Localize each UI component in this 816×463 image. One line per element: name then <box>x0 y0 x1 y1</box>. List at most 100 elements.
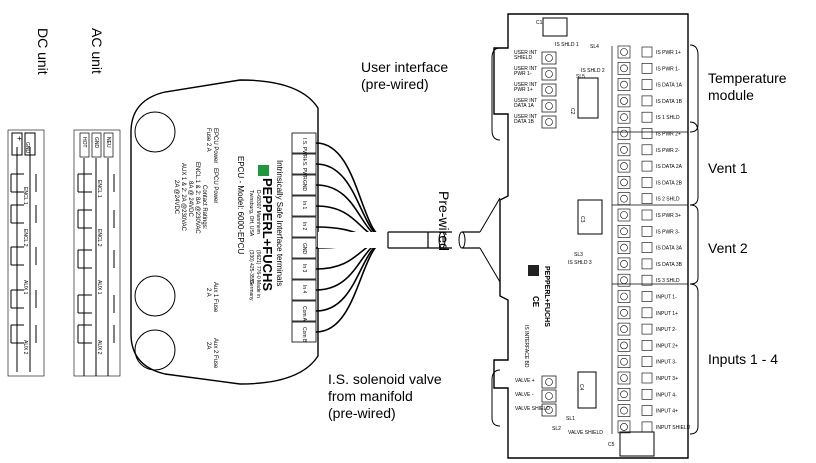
is-terminal-screw <box>617 225 631 238</box>
is-terminal-screw <box>617 159 631 173</box>
is-terminal-pin <box>641 226 653 237</box>
temperature-module-label: Temperature module <box>708 70 787 103</box>
is-screw-head <box>620 406 628 415</box>
board-is-interface-label: IS INTERFACE BD <box>523 325 529 368</box>
aux2-fuse-text: Aux 2 Fuse <box>212 338 218 369</box>
is-terminal-screw <box>617 273 631 287</box>
is-screw-head <box>620 276 628 285</box>
dc-aux1-label: AUX 1 <box>22 280 28 295</box>
is-terminal-pin <box>641 242 653 253</box>
user-int-terminal-screw <box>541 51 557 65</box>
vent1-brace <box>689 121 699 206</box>
c2-component <box>577 77 599 119</box>
is-terminal-label: IS 2 SHLD <box>656 197 680 203</box>
is-terminal-pin <box>641 95 653 107</box>
is-terminal-screw <box>617 322 631 336</box>
inputs-brace <box>689 283 699 435</box>
is-screw-head <box>620 97 628 105</box>
is-terminal-label: INPUT 3+ <box>656 376 678 382</box>
vent1-label: Vent 1 <box>708 160 748 176</box>
valve-terminal-screw <box>541 403 557 417</box>
ac-aux1-label: AUX 1 <box>96 280 102 295</box>
c3-label: C3 <box>579 216 585 223</box>
temperature-brace <box>689 44 699 133</box>
user-int-label: USER INT <box>514 82 537 88</box>
is-terminal-pin <box>641 111 653 123</box>
valve-terminal-label: VALVE - <box>515 392 534 398</box>
is-screw-head <box>620 341 628 350</box>
is-terminal-pin <box>641 193 653 204</box>
is-terminal-label: IS 1 SHLD <box>656 115 680 121</box>
is-screw-head <box>620 113 628 121</box>
is-terminal-screw <box>617 257 631 271</box>
valve-terminal-label: VALVE SHIELD <box>515 406 550 412</box>
contact-ratings-text: Contact Ratings: <box>201 185 207 230</box>
is-terminal-label: IS PWR 2+ <box>656 132 681 138</box>
c5-component <box>619 431 655 457</box>
epcu-brand: PEPPERL+FUCHS <box>260 178 275 291</box>
is-terminal-label: INPUT 2- <box>656 327 677 333</box>
is-terminal-label: IS DATA 1B <box>656 99 683 105</box>
dc-relay-symbol <box>10 246 37 266</box>
is-terminal-label: INPUT 2+ <box>656 343 678 349</box>
epcu-terminal-label: GND <box>301 180 307 192</box>
is-screw-head <box>620 162 628 170</box>
dc-gnd-label: GND <box>24 142 30 154</box>
epcu-address: (0621) 776-0 <box>255 250 261 279</box>
pre-wired-label: Pre-wired <box>436 191 452 251</box>
epcu-address: Twinsburg, OH, USA <box>248 190 254 237</box>
is-screw-head <box>620 48 628 56</box>
ac-relay-symbol <box>77 249 115 269</box>
ac-relay-symbol <box>77 294 115 314</box>
valve-terminal-screw <box>541 375 557 389</box>
is-screw-head <box>620 423 628 431</box>
dc-aux2-label: AUX 2 <box>22 340 28 355</box>
ac-terminal-label: GND <box>93 137 99 149</box>
dc-unit-label: DC unit <box>35 28 51 75</box>
c3-component <box>577 199 603 235</box>
inputs-label: Inputs 1 - 4 <box>708 351 779 367</box>
is-screw-head <box>620 390 628 399</box>
encl-rating-text: 8A @ 24VDC <box>187 181 193 217</box>
epcu-power-fuse-text: EPCU Power <box>212 128 218 163</box>
is-terminal-screw <box>617 78 631 91</box>
is-shld2-label: IS SHLD 2 <box>581 68 605 74</box>
is-terminal-pin <box>641 291 653 302</box>
ac-terminal-label: NEU <box>105 137 111 148</box>
is-terminal-pin <box>641 46 653 58</box>
is-terminal-pin <box>641 79 653 90</box>
cable-jacket <box>387 231 429 249</box>
epcu-address: D-68307 Mannheim <box>255 190 261 234</box>
cable-cut-end <box>438 231 446 249</box>
valve-terminal-screw <box>541 389 557 403</box>
ac-terminal-label: HOT <box>81 137 87 148</box>
user-int-label: DATA 1A <box>514 103 534 109</box>
is-terminal-screw <box>617 306 631 320</box>
user-int-terminal-screw <box>541 67 557 81</box>
is-terminal-screw <box>617 290 631 303</box>
is-terminal-pin <box>641 372 653 384</box>
epcu-subtitle: Intrinsically Safe Interface terminals <box>275 160 284 286</box>
sl1-label: SL1 <box>566 416 575 422</box>
epcu-housing <box>130 79 319 385</box>
valve-screw-head <box>545 406 553 414</box>
user-int-label: SHIELD <box>514 55 532 61</box>
is-terminal-screw <box>617 143 631 157</box>
is-terminal-label: INPUT 1- <box>656 295 677 301</box>
valve-screw-head <box>545 392 553 400</box>
is-terminal-screw <box>617 404 631 417</box>
is-terminal-label: IS DATA 2B <box>656 180 683 186</box>
dc-plus-label: + <box>17 134 22 143</box>
sl3-label: SL3 <box>574 252 583 258</box>
is-terminal-screw <box>617 176 631 189</box>
is-terminal-label: IS DATA 3B <box>656 262 683 268</box>
is-screw-head <box>620 243 628 252</box>
is-terminal-label: IS PWR 1- <box>656 66 680 72</box>
epcu-fuse-circle <box>134 111 176 153</box>
board-brand: PEPPERL+FUCHS <box>543 266 550 327</box>
is-screw-head <box>620 374 628 382</box>
is-terminal-screw <box>617 339 631 352</box>
ac-encl1-label: ENCL.1 <box>96 180 102 198</box>
